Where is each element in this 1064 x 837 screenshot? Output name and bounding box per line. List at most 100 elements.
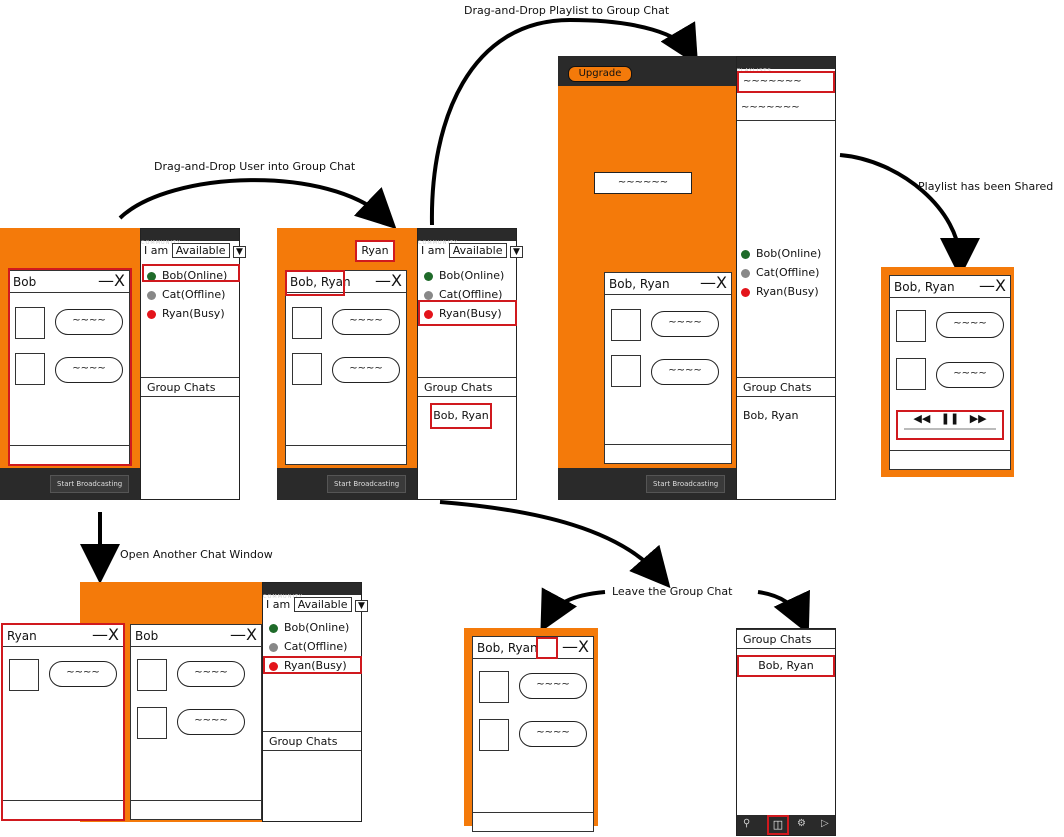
shared-playlist-player[interactable]: ◀◀ ❚❚ ▶▶ — [896, 410, 1004, 440]
message-bubble: ~~~~ — [519, 673, 587, 699]
close-icon[interactable]: —X — [700, 273, 727, 292]
arrow-playlist-shared — [839, 153, 980, 278]
highlight-user-ryan — [263, 656, 362, 674]
avatar — [137, 659, 167, 691]
close-icon[interactable]: —X — [98, 271, 125, 290]
gear-icon[interactable]: ⚙ — [797, 818, 806, 829]
collapse-icon[interactable]: ▷ — [821, 818, 829, 829]
search-icon[interactable]: ⚲ — [743, 818, 751, 829]
chat-window-bob: Bob —X ~~~~ ~~~~ — [130, 624, 262, 820]
message-input[interactable] — [286, 445, 406, 464]
message-bubble: ~~~~ — [55, 309, 123, 335]
chat-title: Bob, Ryan — [473, 637, 593, 659]
user-cat[interactable]: Cat(Offline) — [424, 288, 502, 301]
annotation-drag-user: Drag-and-Drop User into Group Chat — [154, 160, 356, 173]
message-bubble: ~~~~ — [332, 357, 400, 383]
message-bubble: ~~~~ — [49, 661, 117, 687]
chat-title: Bob, Ryan — [890, 276, 1010, 298]
highlight-group-title — [285, 270, 345, 296]
user-cat[interactable]: Cat(Offline) — [741, 266, 819, 279]
rewind-icon[interactable]: ◀◀ — [913, 412, 931, 425]
drag-token-ryan[interactable]: Ryan — [355, 240, 395, 262]
chat-window-ryan: Ryan —X ~~~~ — [2, 624, 124, 820]
arrow-leave-right — [757, 589, 810, 635]
community-panel-1: COMMUNITY I am Available ▼ Bob(Online) C… — [140, 228, 246, 500]
group-chats-header: Group Chats — [263, 731, 361, 751]
message-input[interactable] — [9, 445, 129, 464]
start-broadcasting-button[interactable]: Start Broadcasting — [646, 475, 726, 493]
highlight-chat-window — [8, 268, 132, 466]
highlight-user-ryan — [418, 300, 517, 326]
group-chats-header: Group Chats — [737, 377, 835, 397]
message-bubble: ~~~~ — [651, 311, 719, 337]
user-cat[interactable]: Cat(Offline) — [269, 640, 347, 653]
leave-group-button-highlight[interactable] — [536, 637, 558, 659]
forward-icon[interactable]: ▶▶ — [969, 412, 987, 425]
arrow-leave-group — [439, 500, 671, 589]
user-ryan[interactable]: Ryan(Busy) — [424, 307, 502, 320]
annotation-open-another: Open Another Chat Window — [120, 548, 273, 561]
status-selector[interactable]: I am Available ▼ — [266, 597, 368, 612]
close-icon[interactable]: —X — [979, 276, 1006, 295]
playlist-drag-token[interactable]: ~~~~~~ — [594, 172, 692, 194]
community-panel-5: COMMUNITY I am Available ▼ Bob(Online) C… — [262, 582, 368, 822]
message-input[interactable] — [3, 800, 123, 819]
chat-title: Bob, Ryan — [286, 271, 406, 293]
message-bubble: ~~~~ — [651, 359, 719, 385]
user-bob[interactable]: Bob(Online) — [269, 621, 349, 634]
annotation-playlist-shared: Playlist has been Shared — [918, 180, 1054, 193]
playlist-item[interactable]: ~~~~~~~ — [737, 71, 835, 93]
user-bob[interactable]: Bob(Online) — [741, 247, 821, 260]
user-bob[interactable]: Bob(Online) — [424, 269, 504, 282]
message-input[interactable] — [473, 812, 593, 831]
avatar — [9, 659, 39, 691]
message-bubble: ~~~~ — [55, 357, 123, 383]
message-input[interactable] — [890, 450, 1010, 469]
pause-icon[interactable]: ❚❚ — [940, 412, 960, 425]
upgrade-button[interactable]: Upgrade — [568, 66, 632, 82]
panel-toolbar: ⚲ ◫ ⚙ ▷ — [737, 815, 835, 835]
message-bubble: ~~~~ — [936, 312, 1004, 338]
avatar — [15, 307, 45, 339]
status-selector[interactable]: I am Available ▼ — [421, 243, 523, 258]
community-panel-7: Group Chats Bob, Ryan ⚲ ◫ ⚙ ▷ — [736, 628, 836, 836]
chat-window-group-shared: Bob, Ryan —X ~~~~ ~~~~ ◀◀ ❚❚ ▶▶ — [889, 275, 1011, 470]
group-chat-item[interactable]: Bob, Ryan — [743, 409, 799, 422]
playlist-item[interactable]: ~~~~~~~ — [737, 97, 835, 121]
avatar — [292, 353, 322, 385]
user-ryan[interactable]: Ryan(Busy) — [269, 659, 347, 672]
user-ryan[interactable]: Ryan(Busy) — [741, 285, 819, 298]
chat-window-group: Bob, Ryan —X ~~~~ ~~~~ — [285, 270, 407, 465]
avatar — [896, 310, 926, 342]
user-ryan[interactable]: Ryan(Busy) — [147, 307, 225, 320]
group-chat-item[interactable]: Bob, Ryan — [737, 655, 835, 677]
avatar — [292, 307, 322, 339]
message-bubble: ~~~~ — [936, 362, 1004, 388]
chat-title: Bob — [131, 625, 261, 647]
close-icon[interactable]: —X — [562, 637, 589, 656]
message-bubble: ~~~~ — [177, 709, 245, 735]
group-chats-header: Group Chats — [418, 377, 516, 397]
community-header: COMMUNITY — [418, 229, 516, 246]
message-input[interactable] — [605, 444, 731, 463]
chat-window-bob: Bob —X ~~~~ ~~~~ — [8, 270, 130, 465]
avatar — [611, 355, 641, 387]
user-cat[interactable]: Cat(Offline) — [147, 288, 225, 301]
status-selector[interactable]: I am Available ▼ — [144, 243, 246, 258]
trash-icon[interactable]: ◫ — [767, 815, 789, 835]
avatar — [137, 707, 167, 739]
user-bob[interactable]: Bob(Online) — [147, 269, 227, 282]
close-icon[interactable]: —X — [230, 625, 257, 644]
community-panel-2: COMMUNITY I am Available ▼ Bob(Online) C… — [417, 228, 523, 500]
annotation-leave-group: Leave the Group Chat — [612, 585, 733, 598]
progress-track[interactable] — [904, 428, 996, 430]
close-icon[interactable]: —X — [375, 271, 402, 290]
start-broadcasting-button[interactable]: Start Broadcasting — [327, 475, 407, 493]
message-input[interactable] — [131, 800, 261, 819]
group-chat-item[interactable]: Bob, Ryan — [430, 403, 492, 429]
close-icon[interactable]: —X — [92, 625, 119, 644]
start-broadcasting-button[interactable]: Start Broadcasting — [50, 475, 130, 493]
chat-title: Ryan — [3, 625, 123, 647]
community-header: COMMUNITY — [141, 229, 239, 246]
chat-window-group: Bob, Ryan —X ~~~~ ~~~~ — [472, 636, 594, 832]
